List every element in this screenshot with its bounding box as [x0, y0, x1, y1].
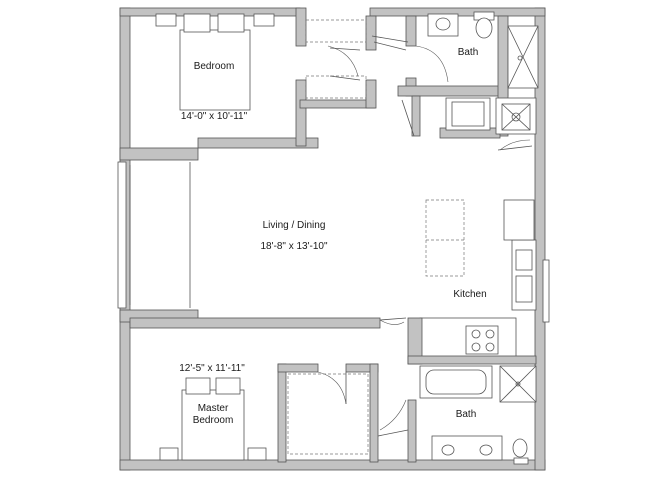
bedroom-label: Bedroom — [194, 61, 235, 72]
bath-top-fixtures — [427, 11, 539, 89]
bath-top-walls — [371, 15, 509, 139]
double-vanity — [431, 435, 503, 461]
nightstand-right — [253, 13, 275, 27]
toilet-bottom — [512, 438, 528, 458]
bath-top-label: Bath — [458, 47, 479, 58]
kitchen-label: Kitchen — [453, 289, 486, 300]
bottom-walls — [129, 317, 537, 463]
refrigerator — [503, 199, 535, 241]
bath-bottom-fixtures — [419, 365, 537, 465]
nightstand-left — [155, 13, 177, 27]
sink-top — [427, 13, 459, 37]
master-dims: 12'-5" x 11'-11" — [179, 363, 245, 374]
kitchen-island — [425, 199, 465, 277]
kitchen-counters — [419, 199, 537, 359]
closet-block — [401, 95, 537, 151]
master-label-line2: Bedroom — [193, 415, 234, 426]
living-label: Living / Dining — [263, 220, 326, 231]
bed-top — [155, 13, 275, 111]
pillow-right — [217, 13, 245, 33]
master-label-line1: Master — [198, 403, 229, 414]
living-window — [117, 147, 199, 323]
toilet-top — [475, 17, 493, 39]
bath-bottom-label: Bath — [456, 409, 477, 420]
pillow-left — [183, 13, 211, 33]
living-dims: 18'-8" x 13'-10" — [260, 241, 328, 252]
bedroom-walls — [197, 7, 377, 149]
kitchen-window — [542, 259, 550, 323]
bed-master — [159, 377, 267, 461]
bedroom-dims: 14'-0" x 10'-11" — [181, 111, 248, 122]
